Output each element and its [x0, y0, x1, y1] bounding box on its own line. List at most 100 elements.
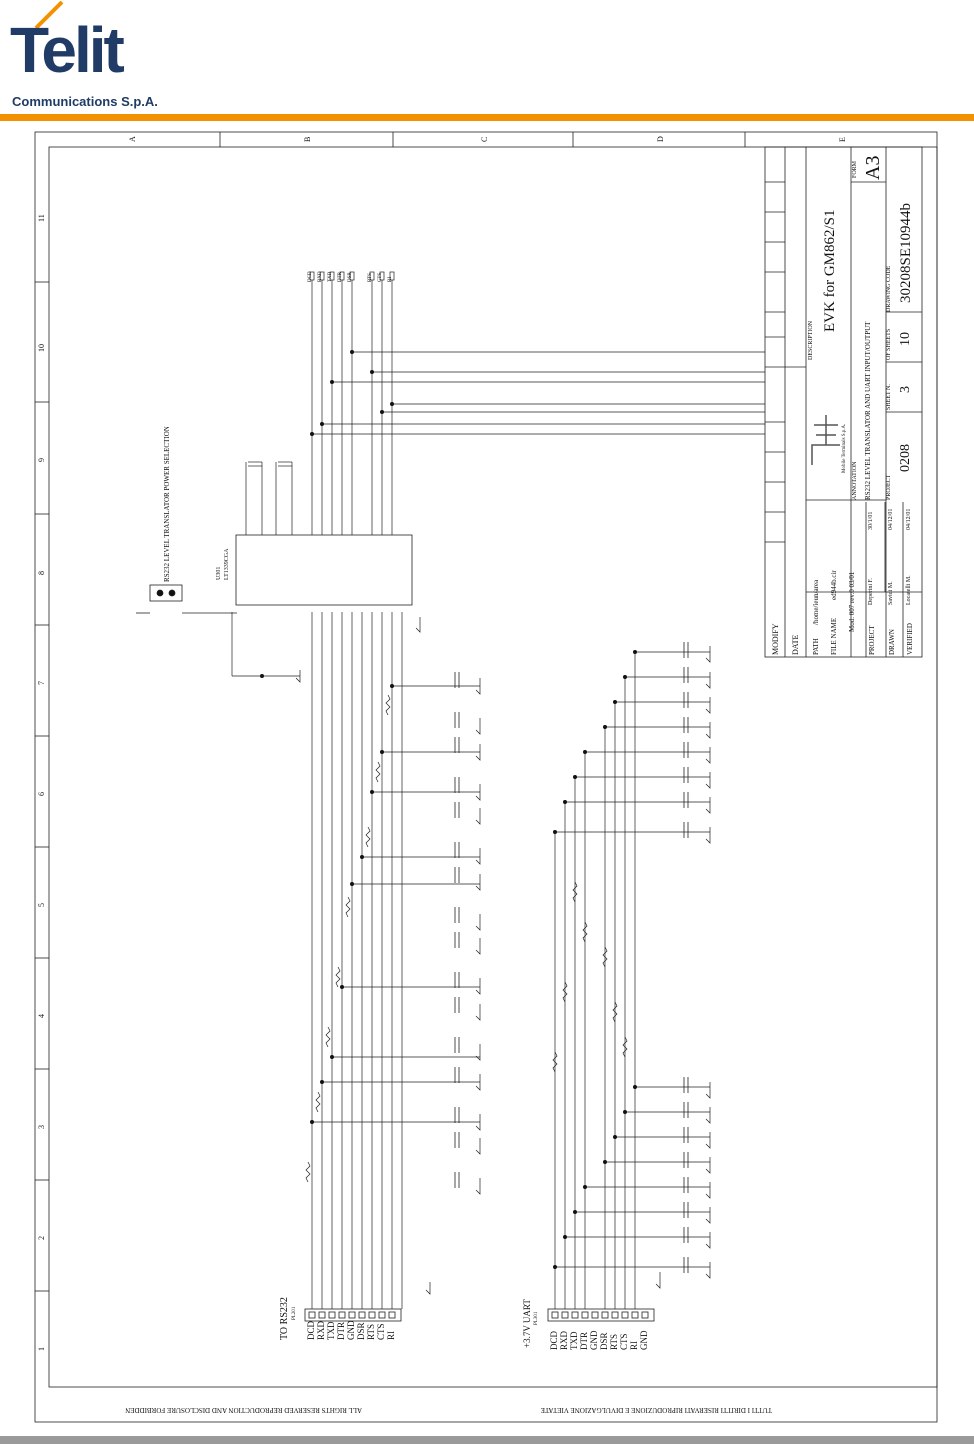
inductors — [305, 694, 628, 1183]
power-selection-label: RS232 LEVEL TRANSLATOR POWER SELECTION — [163, 426, 171, 582]
signal-bus-top — [311, 272, 393, 535]
tb-of-sheets-value: 10 — [898, 332, 913, 346]
tb-path-value: /home/ieun/area — [812, 579, 820, 625]
row-number-9: 9 — [37, 458, 46, 462]
accent-bar — [0, 114, 974, 121]
row-number-11: 11 — [37, 214, 46, 222]
tb-project-value: 0208 — [898, 444, 913, 472]
schematic-sheet — [34, 131, 938, 1423]
tb-of-sheets-label: OF SHEETS — [886, 328, 892, 360]
net-label-txd: TXD — [328, 271, 333, 282]
telit-logo: Telit Communications S.p.A. — [4, 0, 184, 112]
footer-right-notice: TUTTI I DIRITTI RISERVATI RIPRODUZIONE E… — [540, 1406, 772, 1414]
tb-drawn-person: Savidi M. — [888, 581, 894, 605]
connector-right-pin-3: TXD — [569, 1331, 579, 1351]
connector-left-pin-8: CTS — [376, 1323, 386, 1340]
tb-filename-label: FILE NAME — [830, 617, 838, 655]
col-letter-a: A — [128, 136, 137, 142]
row-number-7: 7 — [37, 681, 46, 685]
connector-pl301 — [547, 1308, 655, 1322]
connector-right-pin-7: RTS — [609, 1334, 619, 1350]
power-selection-jumper — [136, 584, 237, 614]
connector-left-pin-4: DTR — [336, 1322, 346, 1340]
net-terminals — [309, 271, 395, 281]
connector-pl201 — [304, 1308, 402, 1322]
tb-sheet-value: 3 — [898, 386, 913, 393]
net-label-cts: CTS — [378, 272, 383, 282]
tb-form-value: A3 — [862, 155, 884, 180]
horizontal-nets — [312, 351, 765, 1268]
connector-left-title: TO RS232 — [279, 1297, 290, 1340]
net-label-dcd: DCD — [308, 271, 313, 282]
net-label-rts: RTS — [368, 273, 373, 282]
tb-verified-label: VERIFIED — [906, 623, 914, 655]
col-letter-e: E — [838, 137, 847, 142]
row-number-5: 5 — [37, 903, 46, 907]
tb-description-value: EVK for GM862/S1 — [822, 209, 838, 333]
tb-drawn-label: DRAWN — [888, 629, 896, 655]
tb-mod: Mod. 007 rev.0 03/01 — [848, 571, 856, 632]
tb-verified-person: Locatelli M. — [906, 575, 912, 605]
tb-verified-date: 04/12/01 — [906, 508, 912, 530]
tb-drawing-code-label: DRAWING CODE — [886, 265, 892, 312]
logo-word: Telit — [10, 14, 125, 86]
connector-right-pin-8: CTS — [619, 1333, 629, 1350]
sheet-inner-frame — [48, 146, 938, 1388]
footer-left-notice: ALL RIGHTS RESERVED REPRODUCTION AND DIS… — [125, 1406, 362, 1414]
signal-bus-left — [311, 612, 403, 1309]
row-number-3: 3 — [37, 1125, 46, 1129]
tb-path-label: PATH — [812, 638, 820, 655]
connector-left-pin-6: DSR — [356, 1322, 366, 1340]
connector-left-pin-5: GND — [346, 1320, 356, 1341]
junction-dots — [260, 350, 637, 1269]
row-number-10: 10 — [37, 344, 46, 352]
connector-left-pin-2: RXD — [316, 1320, 326, 1340]
tb-sheet-label: SHEET N. — [886, 384, 892, 410]
title-block — [764, 146, 923, 658]
tb-annotation-value: RS232 LEVEL TRANSLATOR AND UART INPUT/OU… — [864, 321, 872, 500]
col-letter-b: B — [303, 136, 312, 142]
net-label-dsr: DSR — [348, 272, 353, 282]
connector-left-pin-1: DCD — [306, 1320, 316, 1340]
connector-left-pin-9: RI — [386, 1331, 396, 1340]
tb-modify: MODIFY — [771, 623, 780, 655]
connector-left-pin-7: RTS — [366, 1324, 376, 1340]
net-label-ri: RI — [388, 277, 393, 282]
net-label-rxd: RXD — [318, 271, 323, 282]
tb-description-label: DESCRIPTION — [808, 320, 814, 360]
signal-bus-right — [554, 652, 636, 1309]
ground-symbols — [295, 617, 711, 1295]
row-number-4: 4 — [37, 1014, 46, 1018]
tb-project-label: PROJECT — [886, 474, 892, 500]
connector-right-pin-6: DSR — [599, 1332, 609, 1350]
tb-project-row-label: PROJECT — [868, 625, 876, 655]
tb-project-person: Deperini F. — [868, 578, 874, 605]
connector-left-ref: PL201 — [292, 1306, 297, 1320]
row-number-2: 2 — [37, 1236, 46, 1240]
col-letter-d: D — [656, 136, 665, 142]
power-caps — [231, 461, 300, 677]
capacitors-left — [454, 672, 460, 1188]
tb-annotation-label: ANNOTATION — [852, 461, 858, 500]
title-block-logo-icon — [811, 415, 840, 465]
connector-right-pin-9: RI — [629, 1341, 639, 1350]
connector-right-pin-1: DCD — [549, 1330, 559, 1350]
connector-right-title: +3.7V UART — [522, 1299, 532, 1348]
logo-subtitle: Communications S.p.A. — [12, 94, 158, 109]
ic-part: LT1339CGA — [224, 548, 230, 580]
col-letter-c: C — [480, 136, 489, 142]
connector-right-pin-2: RXD — [559, 1330, 569, 1350]
ic-u301 — [235, 534, 413, 606]
ic-ref: U301 — [216, 566, 222, 580]
tb-drawn-date: 04/12/01 — [888, 508, 894, 530]
net-label-dtr: DTR — [338, 272, 343, 282]
connector-right-pin-4: DTR — [579, 1332, 589, 1350]
sheet-outer-frame — [34, 131, 938, 1423]
row-number-6: 6 — [37, 792, 46, 796]
logo-swoosh-icon — [34, 0, 64, 30]
tb-date: DATE — [791, 634, 800, 655]
tb-project-date: 30/1/01 — [868, 511, 874, 530]
tb-drawing-code-value: 30208SE10944b — [898, 202, 914, 303]
connector-right-ref: PL301 — [534, 1311, 539, 1325]
connector-right-pin-10: GND — [639, 1330, 649, 1351]
